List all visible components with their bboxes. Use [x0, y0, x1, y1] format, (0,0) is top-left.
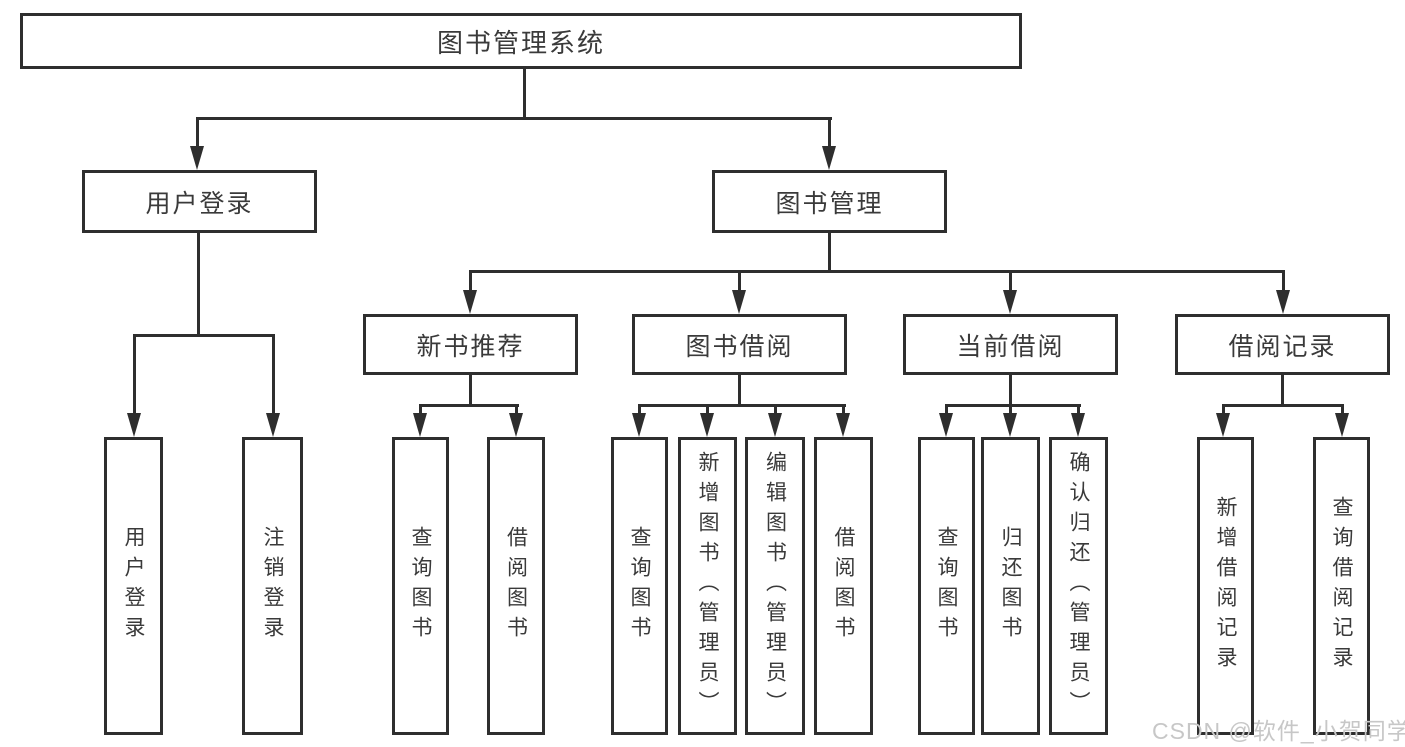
arrow-down-icon [1276, 290, 1290, 314]
connector-line [1282, 270, 1285, 291]
connector-line [1077, 404, 1080, 415]
leaf-confirm-return-admin: 确认归还（管理员） [1049, 437, 1108, 735]
leaf-label: 查询图书 [935, 526, 958, 646]
node-new-book-recommend: 新书推荐 [363, 314, 578, 375]
leaf-label: 用户登录 [122, 526, 145, 646]
connector-line [419, 404, 519, 407]
connector-line [196, 117, 832, 120]
connector-line [945, 404, 1081, 407]
leaf-query-books: 查询图书 [392, 437, 449, 735]
connector-line [515, 404, 518, 415]
connector-line [419, 404, 422, 415]
connector-line [197, 233, 200, 336]
leaf-edit-books-admin: 编辑图书（管理员） [745, 437, 805, 735]
connector-line [1341, 404, 1344, 415]
node-user-login: 用户登录 [82, 170, 317, 233]
arrow-down-icon [1335, 413, 1349, 437]
leaf-logout: 注销登录 [242, 437, 303, 735]
leaf-label: 借阅图书 [504, 526, 528, 646]
connector-line [196, 117, 199, 147]
leaf-label: 借阅图书 [832, 526, 855, 646]
connector-line [133, 334, 136, 414]
arrow-down-icon [1003, 413, 1017, 437]
leaf-label: 查询图书 [409, 526, 432, 646]
connector-line [469, 270, 472, 291]
leaf-query-borrow-record: 查询借阅记录 [1313, 437, 1370, 735]
arrow-down-icon [732, 290, 746, 314]
leaf-return-books: 归还图书 [981, 437, 1040, 735]
arrow-down-icon [1071, 413, 1085, 437]
connector-line [842, 404, 845, 415]
connector-line [469, 375, 472, 406]
node-book-management: 图书管理 [712, 170, 947, 233]
arrow-down-icon [700, 413, 714, 437]
leaf-query-books: 查询图书 [918, 437, 975, 735]
connector-line [945, 404, 948, 415]
arrow-down-icon [768, 413, 782, 437]
leaf-label: 查询借阅记录 [1330, 496, 1353, 676]
arrow-down-icon [463, 290, 477, 314]
connector-line [1222, 404, 1225, 415]
connector-line [469, 270, 1285, 273]
leaf-add-borrow-record: 新增借阅记录 [1197, 437, 1254, 735]
leaf-borrow-books: 借阅图书 [487, 437, 545, 735]
connector-line [133, 334, 275, 337]
leaf-label: 新增图书（管理员） [696, 451, 719, 721]
arrow-down-icon [127, 413, 141, 437]
arrow-down-icon [190, 146, 204, 170]
leaf-label: 查询图书 [628, 526, 651, 646]
connector-line [774, 404, 777, 415]
arrow-down-icon [1216, 413, 1230, 437]
leaf-user-login: 用户登录 [104, 437, 163, 735]
connector-line [1009, 375, 1012, 406]
arrow-down-icon [266, 413, 280, 437]
node-book-borrowing: 图书借阅 [632, 314, 847, 375]
connector-line [738, 375, 741, 406]
csdn-watermark: CSDN @软件_小贺同学 [1152, 718, 1405, 744]
connector-line [523, 69, 526, 118]
connector-line [1009, 404, 1012, 415]
leaf-label: 确认归还（管理员） [1067, 451, 1090, 721]
connector-line [828, 117, 831, 147]
arrow-down-icon [836, 413, 850, 437]
arrow-down-icon [822, 146, 836, 170]
connector-line [738, 270, 741, 291]
connector-line [1009, 270, 1012, 291]
leaf-borrow-books: 借阅图书 [814, 437, 873, 735]
connector-line [638, 404, 641, 415]
connector-line [828, 233, 831, 272]
connector-line [272, 334, 275, 414]
arrow-down-icon [1003, 290, 1017, 314]
arrow-down-icon [939, 413, 953, 437]
connector-line [1281, 375, 1284, 406]
leaf-query-books: 查询图书 [611, 437, 668, 735]
arrow-down-icon [413, 413, 427, 437]
connector-line [638, 404, 846, 407]
leaf-add-books-admin: 新增图书（管理员） [678, 437, 737, 735]
leaf-label: 注销登录 [261, 526, 284, 646]
leaf-label: 归还图书 [999, 526, 1022, 646]
leaf-label: 新增借阅记录 [1214, 496, 1237, 676]
node-library-system: 图书管理系统 [20, 13, 1022, 69]
node-borrow-records: 借阅记录 [1175, 314, 1390, 375]
connector-line [1222, 404, 1344, 407]
node-current-borrowing: 当前借阅 [903, 314, 1118, 375]
connector-line [706, 404, 709, 415]
arrow-down-icon [632, 413, 646, 437]
arrow-down-icon [509, 413, 523, 437]
leaf-label: 编辑图书（管理员） [763, 451, 787, 721]
